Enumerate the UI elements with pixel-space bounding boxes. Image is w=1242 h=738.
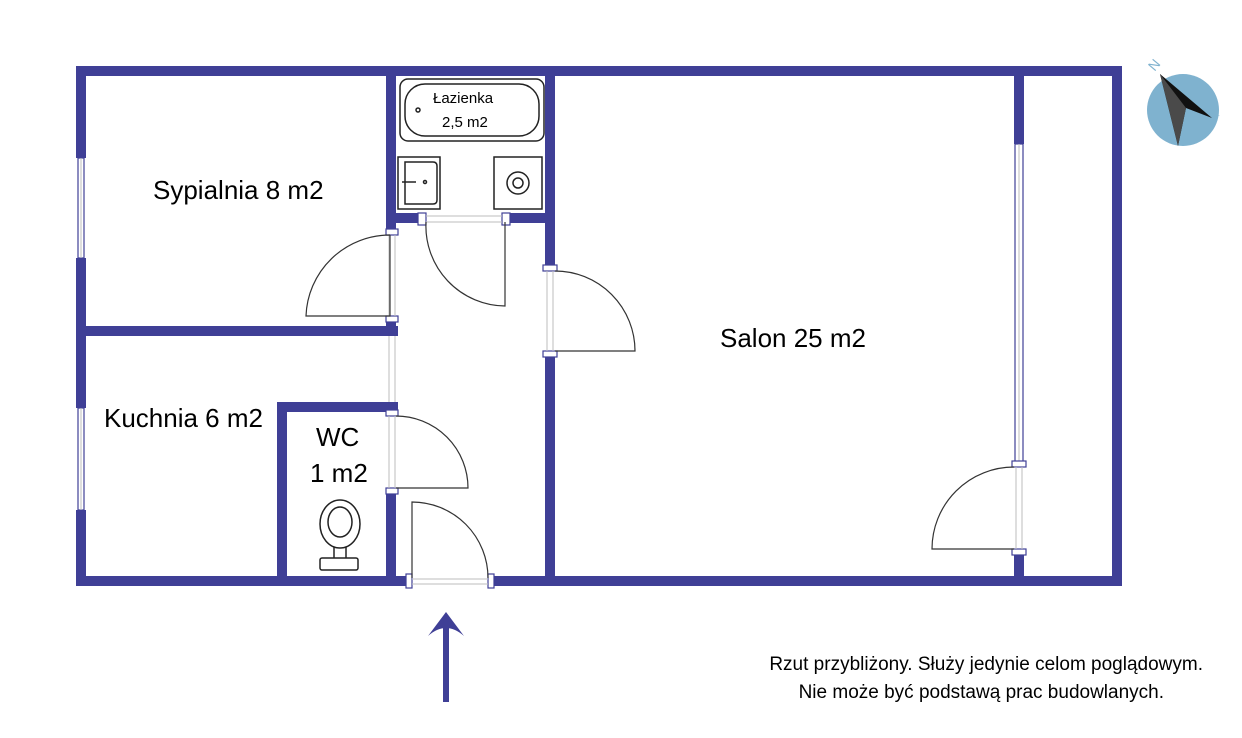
label-living: Salon 25 m2 — [720, 323, 866, 353]
windows — [77, 143, 1024, 511]
wall-wc-right-bottom — [386, 492, 396, 586]
wall-outer-left-1 — [76, 66, 86, 158]
wall-wc-top — [277, 402, 398, 412]
door-entrance — [405, 501, 495, 589]
label-bathroom-area: 2,5 m2 — [442, 114, 488, 131]
compass-icon: N — [1145, 56, 1220, 146]
doors — [305, 212, 1027, 589]
wall-corridor-living-bottom — [545, 354, 555, 586]
wall-bathroom-bottom-left — [386, 213, 420, 223]
door-living — [542, 264, 636, 358]
fixtures — [319, 78, 545, 571]
door-wc — [385, 409, 469, 495]
label-wc-name: WC — [316, 422, 359, 452]
wall-outer-right — [1112, 66, 1122, 586]
wall-balcony-bottom — [1014, 553, 1024, 586]
wall-bathroom-bottom-right — [508, 213, 554, 223]
door-bathroom — [417, 212, 511, 307]
wall-bedroom-kitchen — [76, 326, 398, 336]
door-balcony — [931, 460, 1027, 556]
disclaimer-line-2: Nie może być podstawą prac budowlanych. — [799, 682, 1164, 703]
label-bedroom: Sypialnia 8 m2 — [153, 175, 324, 205]
label-bathroom-name: Łazienka — [433, 90, 494, 107]
label-kitchen: Kuchnia 6 m2 — [104, 403, 263, 433]
compass-north-label: N — [1145, 56, 1164, 74]
wall-balcony-top — [1014, 66, 1024, 144]
wall-wc-left — [277, 402, 287, 586]
walls — [76, 66, 1122, 586]
wall-outer-bottom-left — [76, 576, 410, 586]
bathtub-icon — [399, 78, 545, 142]
entrance-arrow-icon — [428, 612, 464, 702]
door-bedroom — [305, 228, 399, 323]
door-kitchen — [388, 336, 396, 402]
wall-outer-left-3 — [76, 510, 86, 586]
wall-outer-bottom-right — [492, 576, 1122, 586]
wall-corridor-living-top — [545, 66, 555, 270]
washing-machine-icon — [493, 156, 543, 210]
wall-bedroom-corridor-top — [386, 66, 396, 230]
disclaimer-line-1: Rzut przybliżony. Służy jedynie celom po… — [769, 654, 1203, 675]
toilet-icon — [319, 499, 361, 571]
wall-bedroom-corridor-bottom — [386, 320, 396, 336]
sink-icon — [397, 156, 441, 210]
wall-outer-top — [76, 66, 1122, 76]
label-wc-area: 1 m2 — [310, 458, 368, 488]
